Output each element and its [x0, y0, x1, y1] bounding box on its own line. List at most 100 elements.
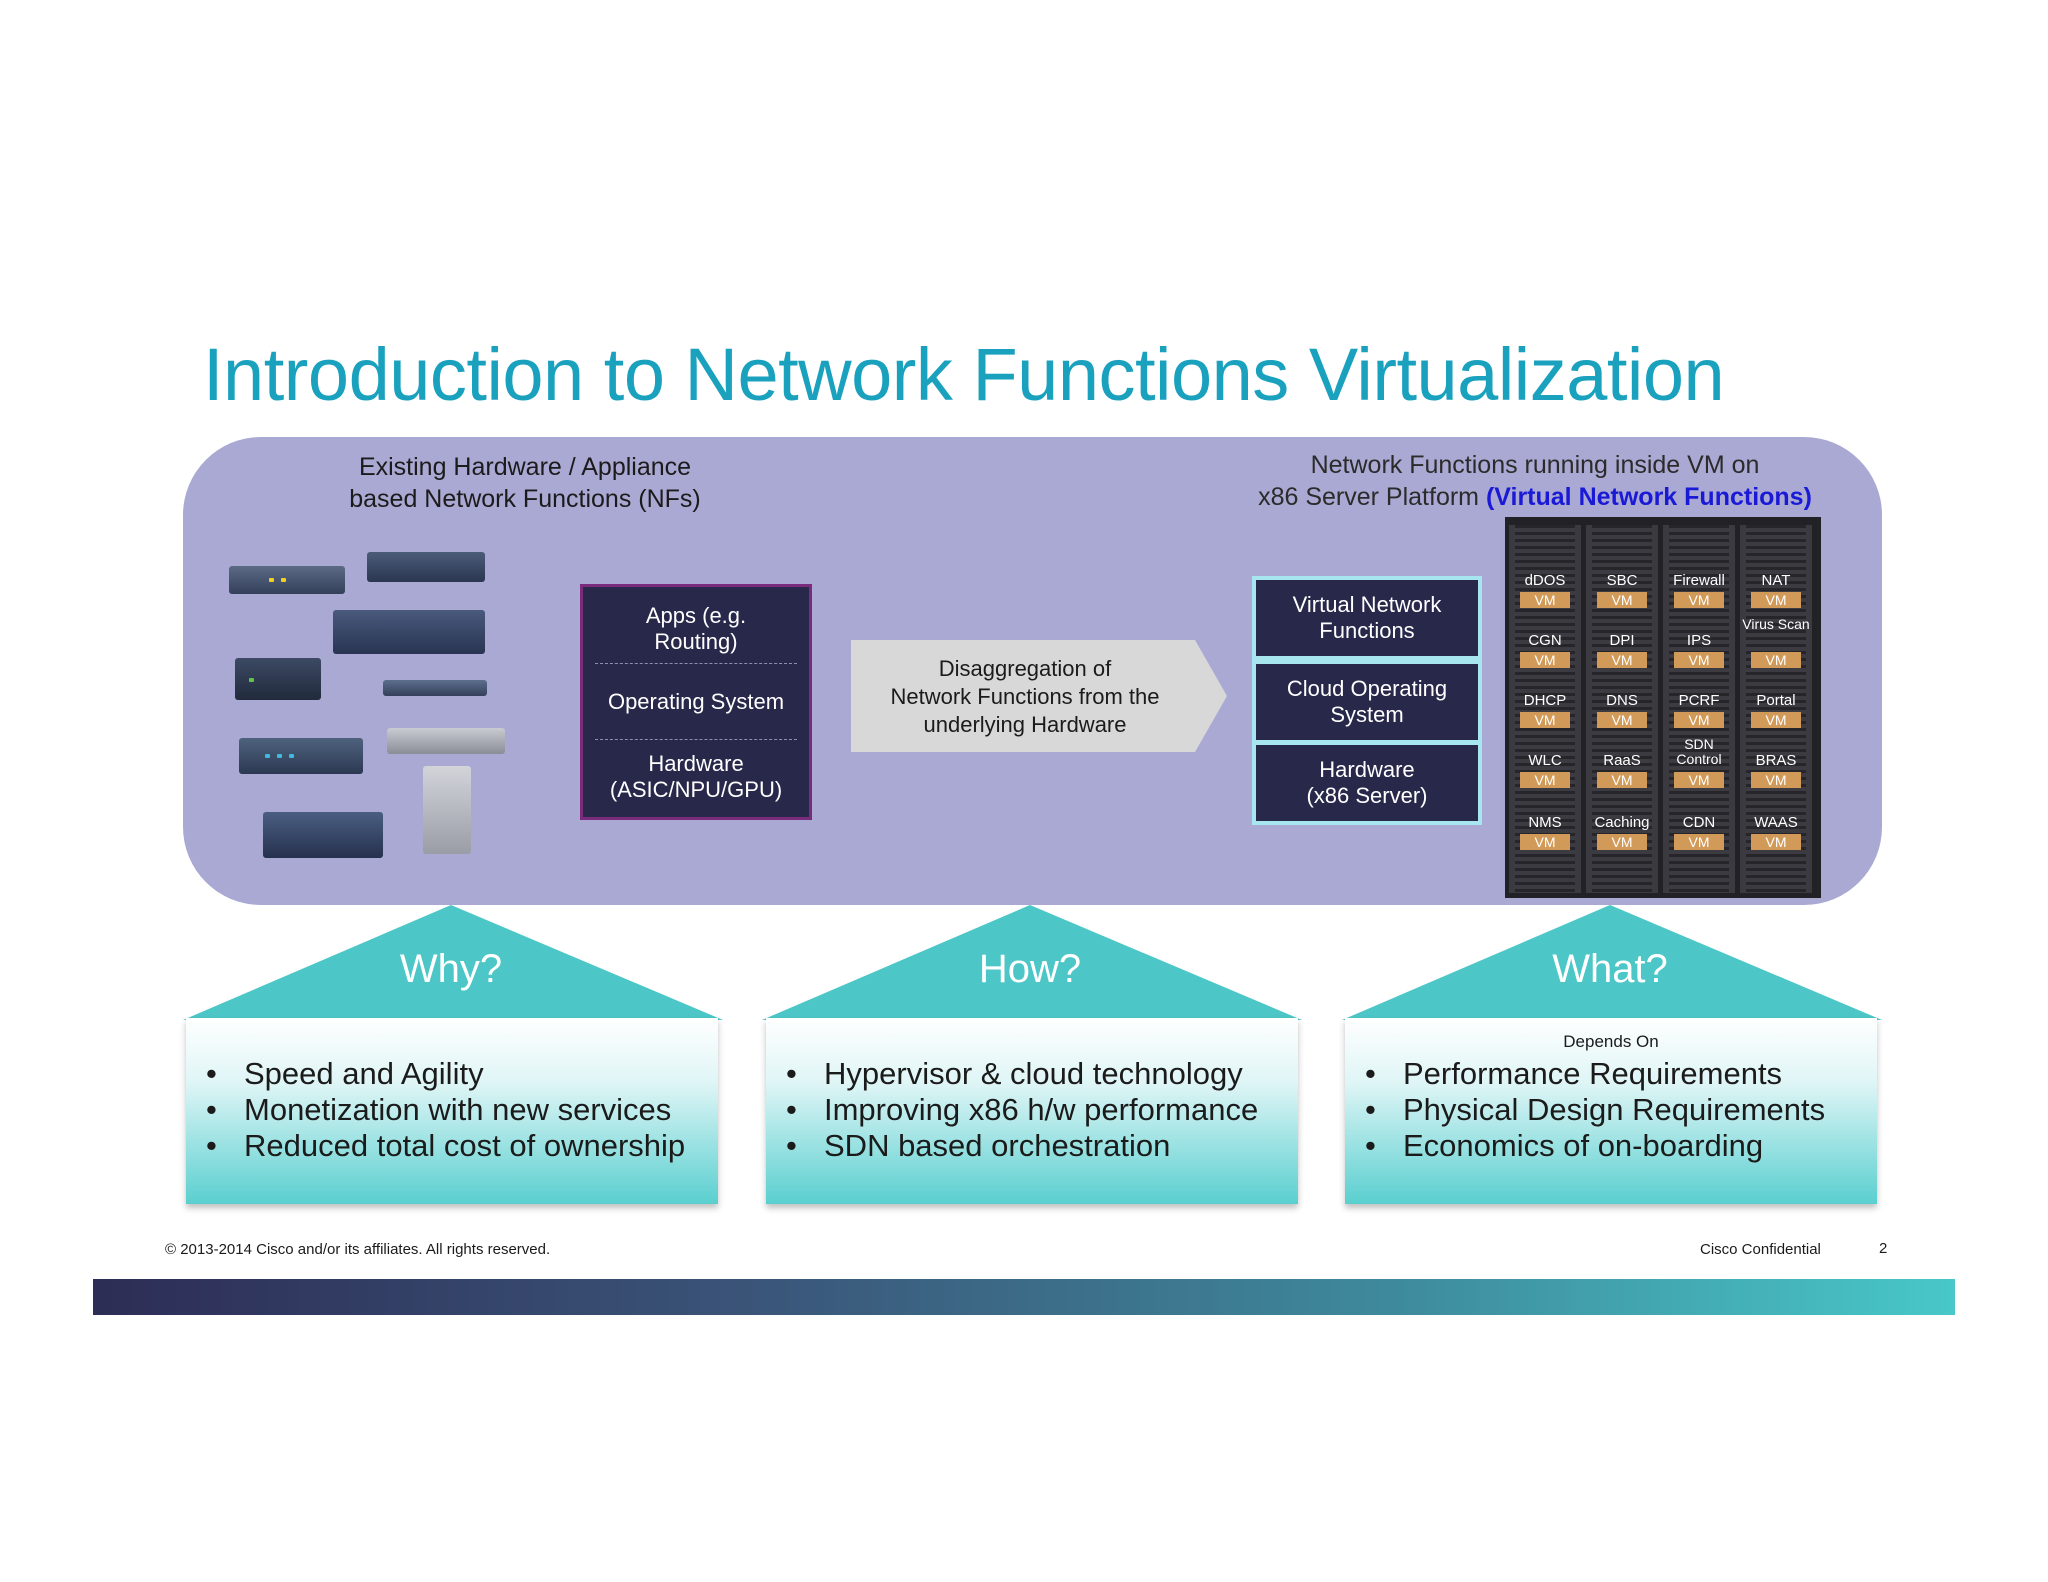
page-title: Introduction to Network Functions Virtua… — [203, 333, 1725, 416]
list-item: Economics of on-boarding — [1365, 1128, 1825, 1164]
how-card: Hypervisor & cloud technology Improving … — [766, 1018, 1298, 1204]
rack-column — [1663, 525, 1735, 893]
hw-line2: (ASIC/NPU/GPU) — [609, 777, 783, 802]
x86-line2: (x86 Server) — [1306, 783, 1428, 808]
list-item: SDN based orchestration — [786, 1128, 1258, 1164]
vnf-label: NMS — [1528, 814, 1562, 831]
list-item: Physical Design Requirements — [1365, 1092, 1825, 1128]
why-label: Why? — [399, 947, 503, 991]
list-item: Hypervisor & cloud technology — [786, 1056, 1258, 1092]
x86-line1: Hardware — [1319, 757, 1415, 782]
vnf-label: PCRF — [1678, 692, 1720, 709]
how-label: How? — [978, 947, 1082, 991]
vnf-label: Caching — [1594, 814, 1650, 831]
rack-column — [1509, 525, 1581, 893]
vnf-label: Portal — [1756, 692, 1796, 709]
vm-tag: VM — [1520, 592, 1570, 608]
vnf-label: Virus Scan — [1742, 616, 1810, 632]
left-caption-line2: based Network Functions (NFs) — [349, 485, 701, 513]
vnf-line1: Virtual Network — [1292, 592, 1442, 617]
list-item: Reduced total cost of ownership — [206, 1128, 685, 1164]
what-label: What? — [1552, 947, 1668, 991]
why-roof — [183, 905, 723, 1020]
why-card: Speed and Agility Monetization with new … — [186, 1018, 718, 1204]
vm-tag: VM — [1597, 592, 1647, 608]
vnf-label: RaaS — [1603, 752, 1641, 769]
list-item: Improving x86 h/w performance — [786, 1092, 1258, 1128]
arrow-line1: Disaggregation of — [938, 656, 1112, 681]
list-item: Speed and Agility — [206, 1056, 685, 1092]
vm-tag: VM — [1520, 712, 1570, 728]
right-caption-line2: x86 Server Platform — [1258, 483, 1486, 511]
confidential-label: Cisco Confidential — [1700, 1241, 1821, 1258]
vnf-label: SBC — [1606, 572, 1638, 589]
apps-line1: Apps (e.g. — [645, 603, 747, 628]
list-item: Monetization with new services — [206, 1092, 685, 1128]
page-number: 2 — [1879, 1240, 1888, 1257]
os-box: Operating System — [607, 689, 785, 714]
vm-tag: VM — [1674, 592, 1724, 608]
apps-line2: Routing) — [654, 629, 738, 654]
vnf-label: Firewall — [1673, 572, 1725, 589]
how-list: Hypervisor & cloud technology Improving … — [786, 1056, 1258, 1164]
stack-divider — [595, 739, 797, 740]
what-roof — [1342, 905, 1882, 1020]
hardware-box: Hardware (ASIC/NPU/GPU) — [583, 751, 809, 803]
vnf-label: BRAS — [1755, 752, 1797, 769]
vnf-label: SDN Control — [1676, 736, 1722, 767]
vm-tag: VM — [1751, 592, 1801, 608]
left-caption-line1: Existing Hardware / Appliance — [358, 453, 692, 481]
vnf-label: dDOS — [1524, 572, 1566, 589]
vm-tag: VM — [1751, 834, 1801, 850]
vm-tag: VM — [1597, 834, 1647, 850]
apps-box: Apps (e.g. Routing) — [583, 603, 809, 655]
right-caption: Network Functions running inside VM on x… — [1215, 449, 1855, 513]
vm-tag: VM — [1520, 652, 1570, 668]
vnf-label: DPI — [1609, 632, 1635, 649]
vm-tag: VM — [1520, 834, 1570, 850]
vnf-label: NAT — [1761, 572, 1791, 589]
vm-tag: VM — [1597, 772, 1647, 788]
arrow-line3: underlying Hardware — [923, 712, 1127, 737]
vm-tag: VM — [1751, 772, 1801, 788]
stack-divider — [595, 663, 797, 664]
footer-bar — [93, 1279, 1955, 1315]
vm-tag: VM — [1597, 712, 1647, 728]
disaggregation-arrow — [851, 640, 1227, 752]
vm-tag: VM — [1751, 652, 1801, 668]
vnf-label: IPS — [1686, 632, 1712, 649]
vm-tag: VM — [1520, 772, 1570, 788]
vnf-highlight: (Virtual Network Functions) — [1485, 483, 1812, 511]
vm-tag: VM — [1674, 772, 1724, 788]
how-roof — [762, 905, 1302, 1020]
vm-tag: VM — [1674, 652, 1724, 668]
why-list: Speed and Agility Monetization with new … — [206, 1056, 685, 1164]
right-caption-line1: Network Functions running inside VM on — [1310, 451, 1760, 479]
list-item: Performance Requirements — [1365, 1056, 1825, 1092]
vm-tag: VM — [1751, 712, 1801, 728]
cos-line1: Cloud Operating — [1286, 676, 1448, 701]
rack-column — [1586, 525, 1658, 893]
vnf-label: WLC — [1528, 752, 1562, 769]
hw-line1: Hardware — [648, 751, 744, 776]
left-caption: Existing Hardware / Appliance based Netw… — [300, 451, 750, 515]
vnf-label: WAAS — [1754, 814, 1798, 831]
arrow-text: Disaggregation of Network Functions from… — [860, 655, 1190, 739]
what-card: Depends On Performance Requirements Phys… — [1345, 1018, 1877, 1204]
cos-line2: System — [1330, 702, 1404, 727]
vnf-label: CGN — [1528, 632, 1562, 649]
arrow-line2: Network Functions from the — [890, 684, 1160, 709]
rack-column — [1740, 525, 1812, 893]
vnf-label: DHCP — [1523, 692, 1567, 709]
vnf-label: DNS — [1606, 692, 1638, 709]
vnf-line2: Functions — [1319, 618, 1415, 643]
x86-hardware-box: Hardware(x86 Server) — [1252, 741, 1482, 825]
what-list: Performance Requirements Physical Design… — [1365, 1056, 1825, 1164]
depends-on-label: Depends On — [1563, 1032, 1659, 1051]
vnf-label: CDN — [1682, 814, 1716, 831]
appliance-stack: Apps (e.g. Routing) Operating System Har… — [580, 584, 812, 820]
